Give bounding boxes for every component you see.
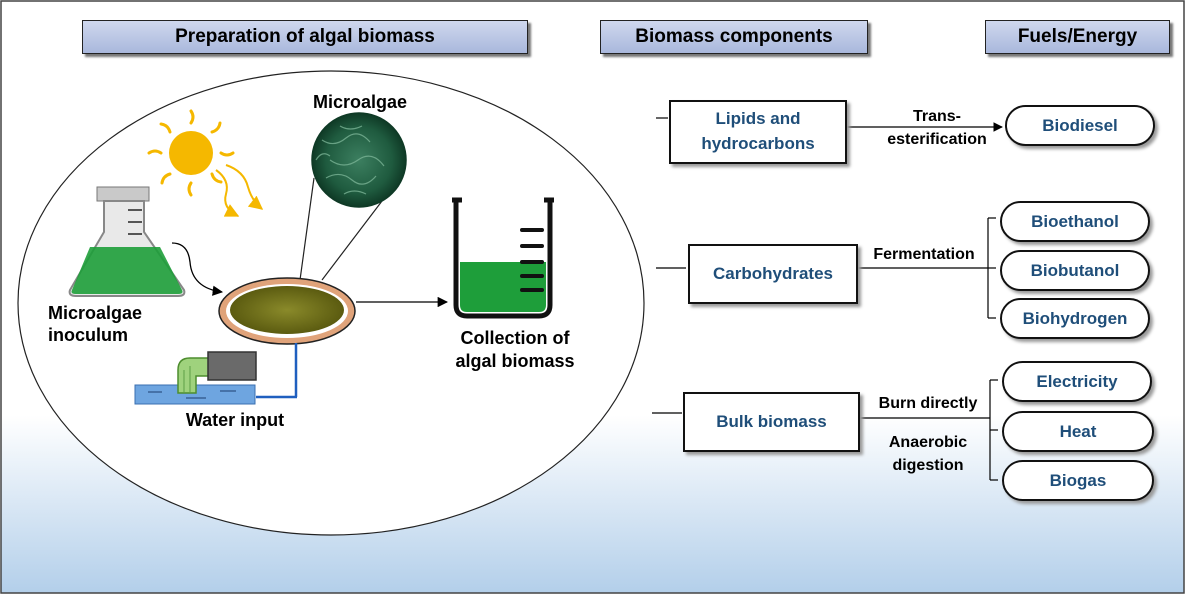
label-microalgae-inoculum: Microalgae inoculum <box>48 303 143 345</box>
beaker-icon <box>452 197 554 319</box>
label-microalgae: Microalgae <box>312 92 408 112</box>
sun-icon <box>147 109 264 217</box>
fuel-biogas: Biogas <box>1002 460 1154 501</box>
fuel-electricity: Electricity <box>1002 361 1152 402</box>
fuel-bioethanol: Bioethanol <box>1000 201 1150 242</box>
fuel-biohydrogen: Biohydrogen <box>1000 298 1150 339</box>
fuel-biodiesel: Biodiesel <box>1005 105 1155 146</box>
process-fermentation: Fermentation <box>873 246 975 263</box>
microalgae-image <box>311 112 407 208</box>
process-anaerobic-digestion: Anaerobic digestion <box>888 434 968 475</box>
component-carbohydrates: Carbohydrates <box>688 244 858 304</box>
flask-icon <box>68 186 186 297</box>
header-preparation: Preparation of algal biomass <box>82 20 528 54</box>
component-bulk-biomass: Bulk biomass <box>683 392 860 452</box>
component-lipids: Lipids and hydrocarbons <box>669 100 847 164</box>
header-fuels-energy: Fuels/Energy <box>985 20 1170 54</box>
process-transesterification: Trans- esterification <box>887 108 987 149</box>
water-input-icon <box>134 343 298 405</box>
label-collection: Collection of algal biomass <box>455 328 575 372</box>
fuel-heat: Heat <box>1002 411 1154 452</box>
zoom-line-left <box>299 177 315 281</box>
arrow-inoculum-to-dish <box>171 242 224 296</box>
fuel-biobutanol: Biobutanol <box>1000 250 1150 291</box>
culture-dish-icon <box>218 277 356 345</box>
header-biomass-components: Biomass components <box>600 20 868 54</box>
process-burn-directly: Burn directly <box>878 395 978 412</box>
label-water-input: Water input <box>185 410 285 430</box>
